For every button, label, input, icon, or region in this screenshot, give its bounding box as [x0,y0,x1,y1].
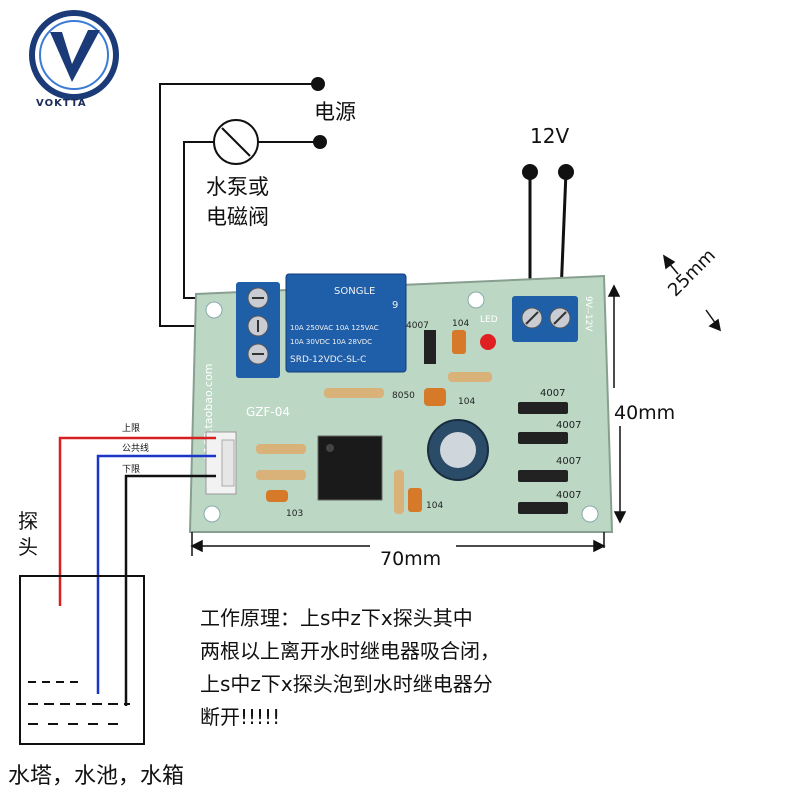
diode-3-label: 4007 [556,456,581,467]
capacitor-103 [266,490,288,502]
power-12v-dot [522,164,538,180]
led-label: LED [480,315,498,325]
cap-104-b-label: 104 [458,397,475,407]
power-terminal-block [512,296,578,342]
resistor [256,470,306,480]
resistor [256,444,306,454]
relay-brand: SONGLE [334,286,375,297]
diode-top-label: 4007 [406,321,429,331]
probe-connector [205,431,237,495]
relay-terminal-block [236,282,280,378]
relay-pin: 9 [392,300,398,311]
diode-4-label: 4007 [556,490,581,501]
voltage-12v-label: 12V [530,124,570,148]
diode-array [518,402,568,514]
dimension-70mm-label: 70mm [380,548,442,570]
diode-1-label: 4007 [540,388,565,399]
led [480,334,496,350]
cap-104-c-label: 104 [426,501,443,511]
resistor [448,372,492,382]
water-tank [19,575,145,745]
capacitor-104-b [424,388,446,406]
capacitor-104-a [452,330,466,354]
probe-wires [58,436,216,706]
power-12v-dot [558,164,574,180]
board-model: GZF-04 [246,405,290,419]
lower-limit-label: 下限 [122,465,141,475]
relay-model: SRD-12VDC-SL-C [290,355,366,365]
pump-label: 水泵或 电磁阀 [206,175,269,229]
ic-chip [317,435,383,501]
resistor [394,470,404,514]
power-label: 电源 [314,100,356,124]
working-principle-text: 工作原理：上s中z下x探头其中 两根以上离开水时继电器吸合闭， 上s中z下x探头… [200,606,500,729]
dimension-40mm-label: 40mm [614,402,676,424]
transistor-label: 8050 [392,391,415,401]
probe-label: 探头 [18,509,38,559]
diode-top [424,330,436,364]
cap-104-a-label: 104 [452,319,469,329]
electrolytic-capacitor [427,419,489,481]
diode-2-label: 4007 [556,420,581,431]
dimension-arrows [190,254,722,556]
upper-limit-label: 上限 [122,424,141,434]
relay: SONGLE 9 10A 250VAC 10A 125VAC 10A 30VDC… [285,273,407,373]
capacitor-104-c [408,488,422,512]
power-terminal-dot [313,135,327,149]
resistor [324,388,384,398]
pump-symbol [213,119,259,165]
common-line-label: 公共线 [122,444,150,454]
tanks-label: 水塔，水池，水箱 [8,764,185,789]
cap-103-label: 103 [286,509,303,519]
power-marking: 9V--12V [583,296,593,332]
power-terminal-dot [311,77,325,91]
voktta-logo [29,10,119,100]
relay-rating-2: 10A 30VDC 10A 28VDC [290,338,372,346]
brand-name: VOKTTA [36,98,87,109]
relay-rating-1: 10A 250VAC 10A 125VAC [290,324,379,332]
